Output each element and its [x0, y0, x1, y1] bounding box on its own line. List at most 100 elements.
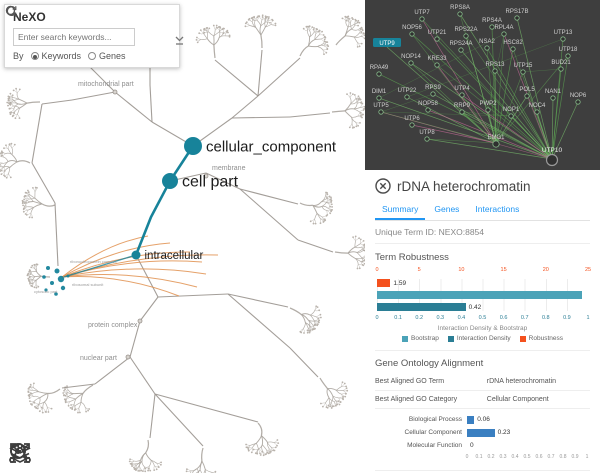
network-node-BUD21[interactable]: [558, 66, 564, 72]
by-label: By: [13, 51, 24, 61]
network-node-UTP22[interactable]: [404, 94, 410, 100]
layers-button[interactable]: [9, 441, 190, 467]
network-node-POL5[interactable]: [524, 93, 530, 99]
radio-genes[interactable]: Genes: [88, 51, 126, 61]
tab-interactions[interactable]: Interactions: [475, 204, 520, 214]
legend-robustness: Robustness: [519, 335, 563, 342]
network-node-NOP14[interactable]: [408, 60, 414, 66]
network-node-UTP4[interactable]: [459, 92, 465, 98]
network-node-RPL4A[interactable]: [501, 31, 507, 37]
unique-term-id-label: Unique Term ID:: [375, 227, 437, 237]
tree-node-cell-part[interactable]: [162, 173, 178, 189]
network-node-UTP5[interactable]: [378, 109, 384, 115]
tree-node-intracellular[interactable]: [131, 250, 141, 260]
svg-text:mitochondrial part: mitochondrial part: [78, 81, 134, 88]
network-node-UTP10[interactable]: [545, 153, 559, 167]
go-category-row: Best Aligned GO Category Cellular Compon…: [375, 391, 590, 409]
go-category-label: Best Aligned GO Category: [375, 396, 458, 403]
network-node-UTP7[interactable]: [419, 16, 425, 22]
network-node-RPS17B[interactable]: [514, 15, 520, 21]
network-node-UTP18[interactable]: [565, 53, 571, 59]
search-icon[interactable]: [5, 5, 153, 44]
radio-genes-label: Genes: [99, 51, 126, 61]
viz-toolbar: [8, 441, 190, 467]
network-node-RPS24A[interactable]: [458, 47, 464, 53]
network-node-EMG1[interactable]: [492, 140, 500, 148]
network-node-NOC4[interactable]: [534, 109, 540, 115]
network-node-RPS22A[interactable]: [463, 33, 469, 39]
network-node-RPS9[interactable]: [430, 91, 436, 97]
network-node-label: NOP14: [401, 54, 421, 60]
network-node-label: RPS13: [485, 62, 505, 68]
svg-text:cytosolic part: cytosolic part: [34, 289, 58, 294]
radio-dot: [88, 52, 97, 60]
network-node-label: KRE33: [427, 56, 447, 62]
network-node-label: RPS24A: [449, 41, 472, 47]
network-node-NOP58[interactable]: [425, 107, 431, 113]
reset-icon[interactable]: [6, 6, 171, 44]
network-node-label: RPS4A: [482, 18, 502, 24]
network-node-label: UTP7: [414, 10, 430, 16]
radio-keywords[interactable]: Keywords: [30, 51, 82, 61]
network-node-DIM1[interactable]: [376, 95, 382, 101]
network-node-UTP15[interactable]: [520, 69, 526, 75]
network-node-label: UTP13: [554, 30, 573, 36]
network-node-label: UTP6: [404, 116, 420, 122]
network-node-UTP8[interactable]: [424, 136, 430, 142]
radio-dot: [30, 52, 39, 60]
network-node-label: UTP21: [428, 30, 447, 36]
radio-keywords-label: Keywords: [41, 51, 82, 61]
network-node-UTP13[interactable]: [560, 36, 566, 42]
network-node-label: POL5: [519, 87, 535, 93]
tree-node-label: cellular_component: [206, 138, 337, 155]
tree-node-cellular-component[interactable]: [184, 137, 202, 155]
network-node-label: UTP4: [454, 86, 470, 92]
network-node-NOP56[interactable]: [409, 31, 415, 37]
network-node-PWP2[interactable]: [485, 107, 491, 113]
network-node-label: UTP22: [398, 88, 417, 94]
go-term-label: Best Aligned GO Term: [375, 378, 445, 385]
network-node-HSC82[interactable]: [510, 46, 516, 52]
network-node-UTP21[interactable]: [434, 36, 440, 42]
unique-term-id-value: NEXO:8854: [438, 227, 485, 237]
network-node-RRP9[interactable]: [459, 109, 465, 115]
network-node-label: EMG1: [487, 135, 505, 141]
svg-text:protein complex: protein complex: [88, 322, 138, 329]
go-term-row: Best Aligned GO Term rDNA heterochromati…: [375, 373, 590, 391]
legend-swatch: [447, 335, 454, 342]
network-node-label: NOP58: [418, 101, 438, 107]
network-node-RPS8A[interactable]: [457, 11, 463, 17]
network-node-UTP9[interactable]: [373, 38, 401, 47]
search-panel: NeXO By Keywords Genes: [4, 4, 184, 68]
term-title: rDNA heterochromatin: [397, 178, 531, 194]
details-panel: rDNA heterochromatin Summary Genes Inter…: [365, 170, 600, 473]
svg-text:nuclear part: nuclear part: [80, 355, 117, 362]
network-node-label: UTP5: [373, 103, 389, 109]
network-node-RPS13[interactable]: [492, 68, 498, 74]
legend-interaction-density: Interaction Density: [447, 335, 511, 342]
close-icon[interactable]: [375, 178, 391, 194]
tab-genes[interactable]: Genes: [434, 204, 460, 214]
tab-summary[interactable]: Summary: [375, 200, 426, 220]
network-node-UTP6[interactable]: [409, 122, 415, 128]
network-node-label: RPA49: [370, 65, 389, 71]
network-node-RPS4A[interactable]: [489, 24, 495, 30]
network-node-NAN1[interactable]: [550, 95, 556, 101]
network-node-label: NOC4: [529, 103, 546, 109]
network-node-NOP6[interactable]: [575, 99, 581, 105]
zoom-out-button[interactable]: [10, 441, 73, 467]
svg-text:ribonucleoprotein complex: ribonucleoprotein complex: [70, 259, 117, 264]
network-node-NSA2[interactable]: [484, 45, 490, 51]
search-input[interactable]: [13, 28, 135, 46]
fit-to-screen-button[interactable]: [10, 441, 112, 467]
network-node-NOP1[interactable]: [508, 113, 514, 119]
network-node-KRE33[interactable]: [434, 62, 440, 68]
network-node-RPA49[interactable]: [376, 71, 382, 77]
tree-layout-button[interactable]: [9, 441, 151, 467]
